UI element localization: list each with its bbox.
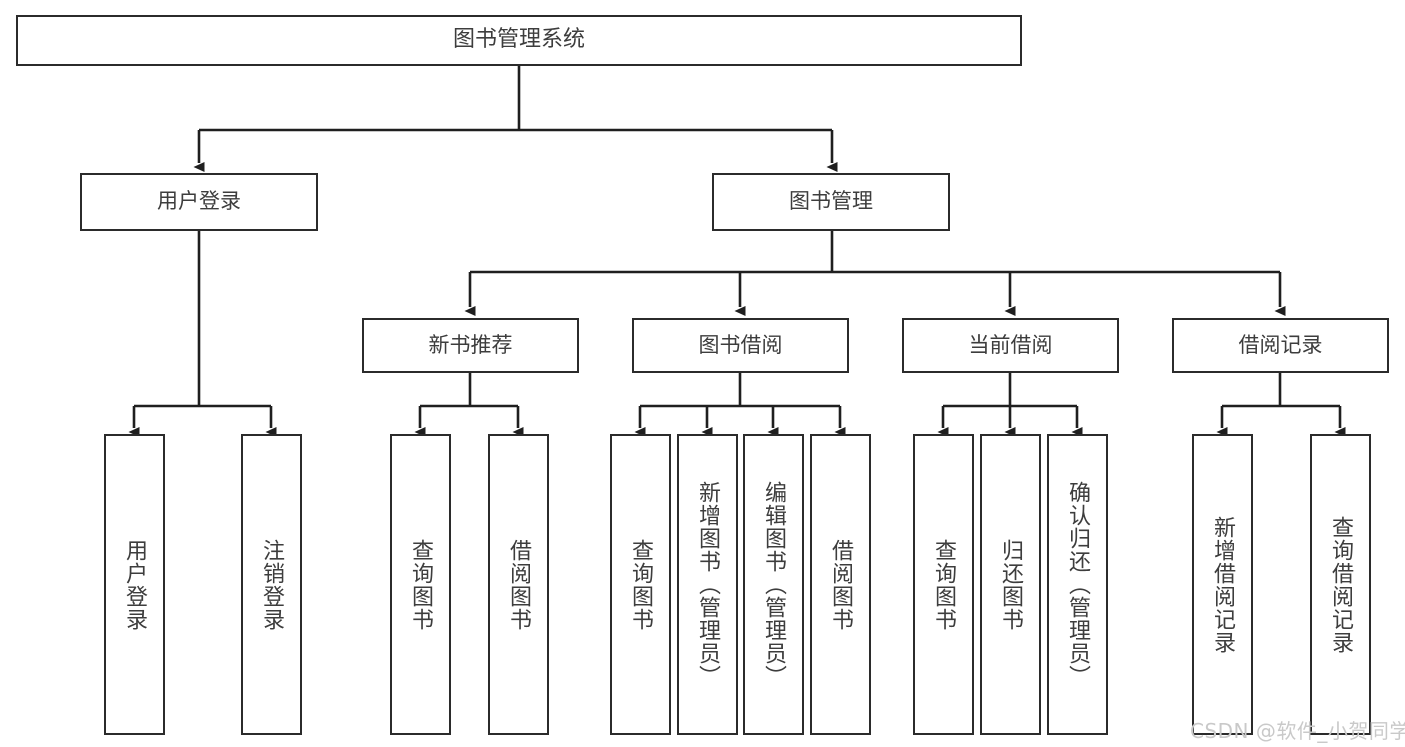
node-label: 用户登录 [122, 538, 148, 631]
node-leaf-query-book-recommend[interactable]: 查询图书 [390, 434, 451, 735]
node-leaf-borrow-book-recommend[interactable]: 借阅图书 [488, 434, 549, 735]
node-leaf-query-book-borrow[interactable]: 查询图书 [610, 434, 671, 735]
node-label: 图书借阅 [698, 332, 783, 357]
node-leaf-borrow-book[interactable]: 借阅图书 [810, 434, 871, 735]
node-label: 当前借阅 [968, 332, 1053, 357]
watermark: CSDN @软件_小贺同学 [1190, 719, 1405, 743]
node-leaf-user-login[interactable]: 用户登录 [104, 434, 165, 735]
node-label: 新增图书（管理员） [695, 481, 721, 688]
node-book-management[interactable]: 图书管理 [712, 173, 950, 231]
node-label: 借阅图书 [828, 538, 854, 631]
node-current-borrow[interactable]: 当前借阅 [902, 318, 1119, 373]
node-new-book-recommend[interactable]: 新书推荐 [362, 318, 579, 373]
node-leaf-user-logout[interactable]: 注销登录 [241, 434, 302, 735]
node-label: 图书管理系统 [452, 27, 585, 53]
node-label: 新增借阅记录 [1210, 515, 1236, 654]
node-label: 确认归还（管理员） [1065, 481, 1091, 688]
node-leaf-confirm-return-admin[interactable]: 确认归还（管理员） [1047, 434, 1108, 735]
node-label: 归还图书 [998, 538, 1024, 631]
node-leaf-query-borrow-record[interactable]: 查询借阅记录 [1310, 434, 1371, 735]
node-root-book-management-system[interactable]: 图书管理系统 [16, 15, 1022, 66]
node-leaf-edit-book-admin[interactable]: 编辑图书（管理员） [743, 434, 804, 735]
node-label: 用户登录 [157, 189, 241, 214]
node-leaf-add-book-admin[interactable]: 新增图书（管理员） [677, 434, 738, 735]
node-label: 查询图书 [931, 538, 957, 631]
node-user-login[interactable]: 用户登录 [80, 173, 318, 231]
node-label: 注销登录 [259, 538, 285, 631]
node-label: 编辑图书（管理员） [761, 481, 787, 688]
node-book-borrow[interactable]: 图书借阅 [632, 318, 849, 373]
node-label: 查询图书 [408, 538, 434, 631]
node-label: 借阅图书 [506, 538, 532, 631]
node-label: 借阅记录 [1238, 332, 1323, 357]
node-label: 图书管理 [789, 189, 873, 214]
node-leaf-add-borrow-record[interactable]: 新增借阅记录 [1192, 434, 1253, 735]
node-label: 新书推荐 [428, 332, 513, 357]
node-label: 查询借阅记录 [1328, 515, 1354, 654]
node-leaf-query-book-current[interactable]: 查询图书 [913, 434, 974, 735]
node-leaf-return-book[interactable]: 归还图书 [980, 434, 1041, 735]
node-borrow-record[interactable]: 借阅记录 [1172, 318, 1389, 373]
node-label: 查询图书 [628, 538, 654, 631]
